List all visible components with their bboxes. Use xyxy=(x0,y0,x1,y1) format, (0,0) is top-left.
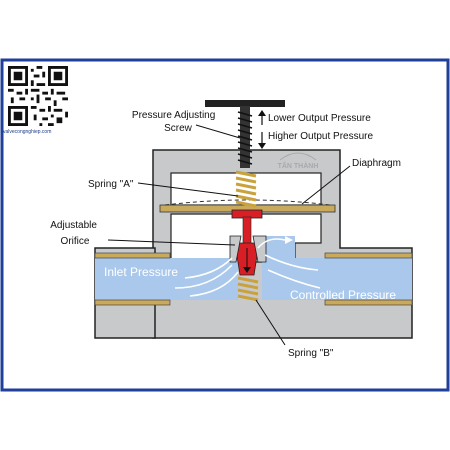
orifice-seat-left xyxy=(229,235,242,263)
label-higher-output: Higher Output Pressure xyxy=(268,131,373,142)
inlet-flange-bottom xyxy=(94,299,171,306)
outlet-flange-bottom xyxy=(324,299,413,306)
screw-shaft xyxy=(240,106,250,168)
label-controlled: Controlled Pressure xyxy=(290,288,396,302)
label-screw-line2: Screw xyxy=(164,123,193,134)
label-spring-a: Spring "A" xyxy=(88,179,134,190)
qr-code[interactable] xyxy=(8,66,68,144)
outlet-fluid xyxy=(262,236,412,300)
screw-thread xyxy=(237,111,253,165)
adjust-arrow-down-head xyxy=(258,143,266,149)
label-orifice: Adjustable Orifice xyxy=(50,220,99,247)
outlet-flange-top xyxy=(324,252,413,259)
flow-arrow-up-mark xyxy=(285,236,293,244)
label-lower-output: Lower Output Pressure xyxy=(268,113,371,124)
adjust-arrow-up-head xyxy=(258,110,266,116)
upper-chamber xyxy=(170,172,322,206)
label-screw-line1: Pressure Adjusting xyxy=(132,110,215,121)
spring-b xyxy=(237,276,259,302)
label-orifice-line2: Orifice xyxy=(61,236,90,247)
valve-stem xyxy=(242,216,252,246)
inlet-flange-top xyxy=(94,252,171,259)
label-inlet: Inlet Pressure xyxy=(104,265,178,279)
spring-a xyxy=(235,170,257,208)
leader-lines xyxy=(107,124,351,346)
label-diaphragm: Diaphragm xyxy=(352,158,401,169)
screw-handle xyxy=(205,100,285,107)
inlet-fluid xyxy=(95,258,238,300)
label-orifice-line1: Adjustable xyxy=(50,220,97,231)
label-spring-b: Spring "B" xyxy=(288,348,334,359)
flow-arrows xyxy=(174,238,321,297)
watermark-brand: TẤN THÀNH xyxy=(278,160,319,170)
qr-code-image xyxy=(8,66,68,126)
watermark-logo: TẤN THÀNH xyxy=(278,152,319,170)
label-screw: Pressure Adjusting Screw xyxy=(132,110,218,134)
qr-caption[interactable]: valvecongnghiep.com xyxy=(3,129,52,135)
valve-arrow-head xyxy=(243,267,251,273)
